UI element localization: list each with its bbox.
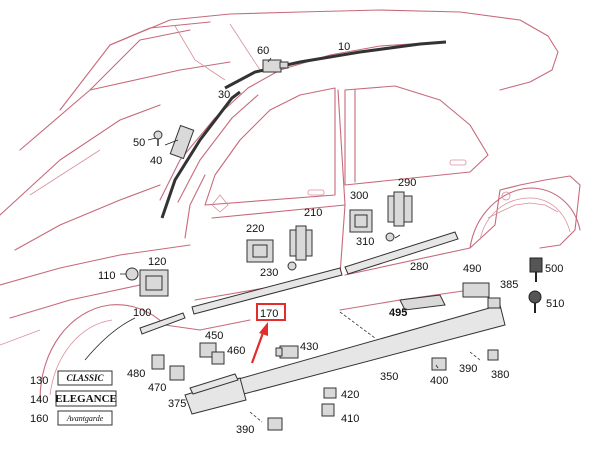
- label-450: 450: [205, 330, 223, 342]
- label-120: 120: [148, 256, 166, 268]
- emblem-elegance-text: ELEGANCE: [55, 393, 117, 405]
- label-110: 110: [98, 270, 116, 282]
- screw-390-left: [249, 411, 263, 423]
- part-labels: 10 60 30 50 40 220 210 230 300 290 310 2…: [30, 41, 564, 436]
- label-500: 500: [545, 263, 563, 275]
- clip-490: [462, 282, 490, 298]
- clip-290: [387, 191, 413, 227]
- screw-310: [385, 232, 395, 242]
- label-460: 460: [227, 345, 245, 357]
- emblem-avantgarde-text: Avantgarde: [66, 414, 104, 423]
- clip-40: [169, 124, 195, 160]
- clip-60: [262, 59, 289, 73]
- leader-lines: [120, 57, 439, 369]
- label-390-right: 390: [459, 363, 477, 375]
- trim-30: [160, 90, 241, 219]
- emblem-classic-text: CLASSIC: [66, 373, 104, 383]
- screw-230: [287, 261, 297, 271]
- clip-300: [349, 209, 373, 233]
- label-140: 140: [30, 394, 48, 406]
- label-470: 470: [148, 382, 166, 394]
- label-390-left: 390: [236, 424, 254, 436]
- label-290: 290: [398, 177, 416, 189]
- label-430: 430: [300, 341, 318, 353]
- emblem-classic: CLASSIC: [57, 370, 113, 386]
- label-280: 280: [410, 261, 428, 273]
- clip-385: [487, 297, 501, 309]
- label-350: 350: [380, 371, 398, 383]
- label-490: 490: [463, 263, 481, 275]
- cap-370: [267, 417, 283, 431]
- molding-280-rear-door: [344, 231, 459, 275]
- emblem-leader: [84, 317, 136, 361]
- highlight-arrow-head: [259, 322, 268, 336]
- car-outline: [0, 9, 581, 401]
- label-160: 160: [30, 413, 48, 425]
- label-170: 170: [260, 308, 278, 320]
- clip-430: [275, 345, 299, 359]
- label-400: 400: [430, 375, 448, 387]
- label-30: 30: [218, 89, 230, 101]
- label-50: 50: [133, 137, 145, 149]
- sill-front-375: [184, 373, 247, 415]
- cap-380: [487, 349, 499, 361]
- label-480: 480: [127, 368, 145, 380]
- roof-trim-10: [224, 40, 447, 90]
- emblem-elegance: ELEGANCE: [55, 390, 117, 407]
- bolt-500: [529, 257, 543, 282]
- cap-390-right: [469, 351, 481, 361]
- clip-470: [169, 365, 185, 381]
- clip-120: [139, 269, 169, 297]
- highlight-box: [256, 303, 286, 321]
- label-300: 300: [350, 190, 368, 202]
- emblem-avantgarde: Avantgarde: [57, 410, 113, 426]
- clip-210: [289, 225, 313, 261]
- clip-480: [151, 354, 165, 370]
- label-230: 230: [260, 267, 278, 279]
- label-410: 410: [341, 413, 359, 425]
- label-420: 420: [341, 389, 359, 401]
- label-495: 495: [389, 307, 407, 319]
- label-10: 10: [338, 41, 350, 53]
- label-100: 100: [133, 307, 151, 319]
- clip-400: [431, 357, 447, 371]
- label-130: 130: [30, 375, 48, 387]
- label-210: 210: [304, 207, 322, 219]
- label-385: 385: [500, 279, 518, 291]
- highlight-170: [250, 303, 286, 364]
- clip-460: [211, 351, 225, 365]
- highlight-arrow: [250, 329, 266, 364]
- label-510: 510: [546, 298, 564, 310]
- label-220: 220: [246, 223, 264, 235]
- label-40: 40: [150, 155, 162, 167]
- clip-220: [246, 239, 274, 263]
- label-310: 310: [356, 236, 374, 248]
- clip-420: [323, 387, 337, 399]
- bolt-510: [528, 290, 542, 313]
- clip-410: [321, 403, 335, 417]
- label-60: 60: [257, 45, 269, 57]
- label-375: 375: [168, 398, 186, 410]
- molding-170-front-door: [191, 267, 343, 315]
- molding-100: [139, 312, 186, 335]
- grommet-110: [125, 267, 139, 281]
- screw-50: [153, 130, 163, 146]
- label-380: 380: [491, 369, 509, 381]
- bracket-495: [399, 294, 446, 311]
